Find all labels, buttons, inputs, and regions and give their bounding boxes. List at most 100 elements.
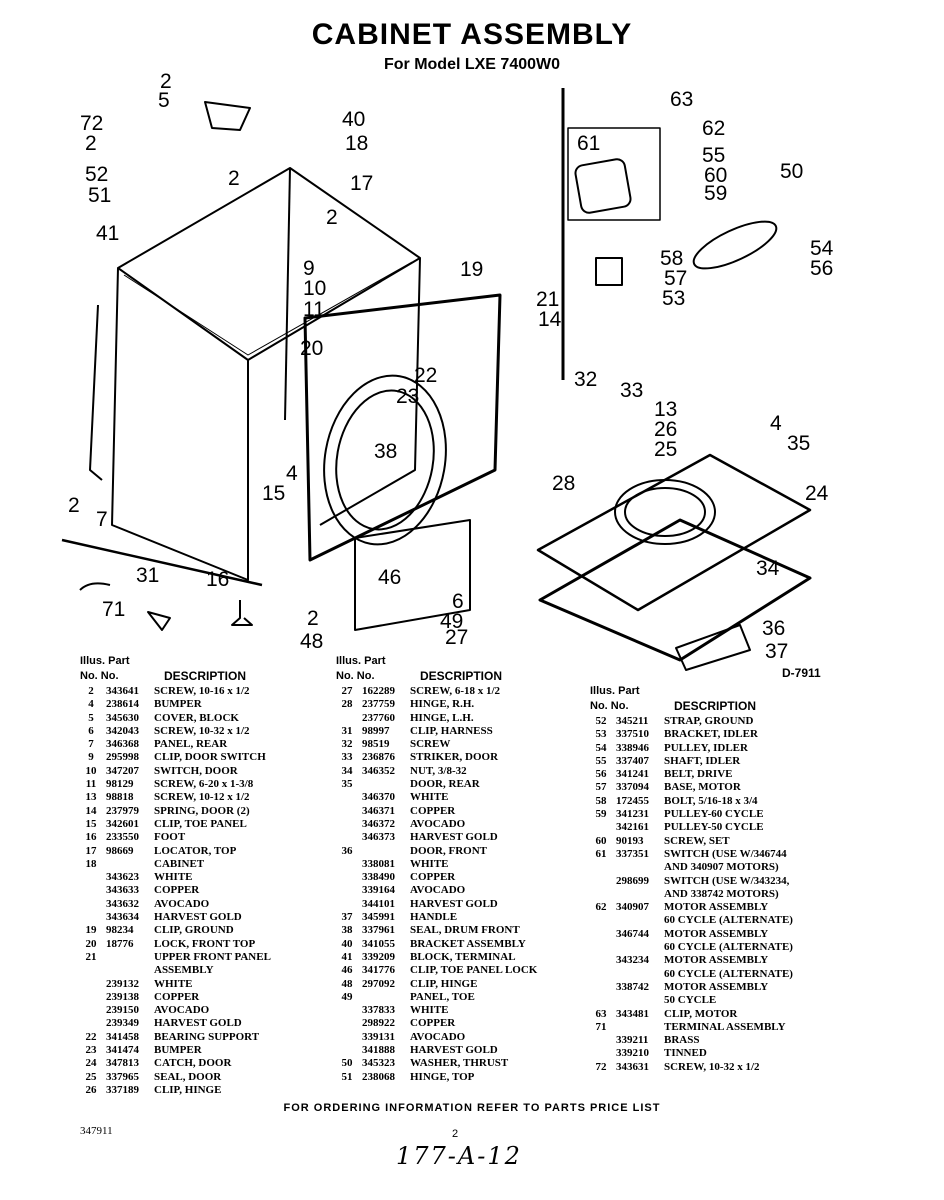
part-number: 341231 — [616, 808, 649, 821]
part-number: 346371 — [362, 804, 395, 817]
part-description: ASSEMBLY — [154, 964, 214, 977]
callout-label: 33 — [620, 379, 643, 402]
part-description: SCREW, 10-12 x 1/2 — [154, 791, 250, 804]
page-title: CABINET ASSEMBLY — [311, 18, 633, 51]
callout-label: 35 — [787, 432, 810, 455]
illus-number: 37 — [341, 911, 353, 924]
part-description: AVOCADO — [154, 1004, 210, 1017]
part-description: SCREW, 10-32 x 1/2 — [664, 1060, 760, 1073]
part-number: 337965 — [106, 1070, 139, 1083]
part-description: HARVEST GOLD — [410, 1044, 498, 1057]
part-description: AVOCADO — [154, 897, 210, 910]
part-number: 90193 — [616, 834, 644, 847]
table-row: 36 DOOR, FRONT — [336, 845, 581, 858]
illus-number: 28 — [341, 698, 353, 711]
part-description: CLIP, MOTOR — [664, 1007, 738, 1020]
part-description: CLIP, TOE PANEL LOCK — [410, 964, 538, 977]
illus-number: 46 — [341, 964, 353, 977]
part-description: HINGE, R.H. — [410, 698, 475, 711]
illus-number: 4 — [88, 698, 94, 711]
part-description: SHAFT, IDLER — [664, 754, 741, 767]
part-description: AVOCADO — [410, 817, 466, 830]
part-description: WHITE — [410, 857, 449, 870]
table-row: 60 CYCLE (ALTERNATE) — [590, 914, 830, 927]
callout-label: 52 — [85, 163, 108, 186]
callout-label: 11 — [303, 298, 325, 321]
callout-label: 72 — [80, 112, 103, 135]
callout-label: 57 — [664, 267, 687, 290]
part-number: 346372 — [362, 817, 395, 830]
illus-number: 36 — [341, 844, 353, 857]
callout-label: 37 — [765, 640, 788, 663]
callout-label: 51 — [88, 184, 111, 207]
part-number: 98997 — [362, 724, 390, 737]
part-description: BASE, MOTOR — [664, 781, 741, 794]
part-number: 339131 — [362, 1030, 395, 1043]
callout-label: 20 — [300, 337, 323, 360]
callout-label: 62 — [702, 117, 725, 140]
illus-number: 49 — [341, 990, 353, 1003]
callout-label: 61 — [577, 132, 600, 155]
callout-label: 28 — [552, 472, 575, 495]
callout-label: 22 — [414, 364, 437, 387]
illus-number: 56 — [595, 768, 607, 781]
callout-label: 63 — [670, 88, 693, 111]
part-description: SWITCH (USE W/343234, — [664, 874, 790, 887]
part-number: 238614 — [106, 698, 139, 711]
part-description: AND 340907 MOTORS) — [664, 861, 779, 874]
illus-number: 54 — [595, 741, 607, 754]
part-number: 340907 — [616, 901, 649, 914]
part-description: LOCATOR, TOP — [154, 844, 237, 857]
part-description: DOOR, REAR — [410, 778, 480, 791]
part-number: 297092 — [362, 977, 395, 990]
table-row: AND 340907 MOTORS) — [590, 861, 830, 874]
part-description: SEAL, DOOR — [154, 1070, 222, 1083]
part-description: CLIP, GROUND — [154, 924, 234, 937]
callout-label: 53 — [662, 287, 685, 310]
illus-number: 57 — [595, 781, 607, 794]
table-row: 50 CYCLE — [590, 994, 830, 1007]
illus-number: 2 — [88, 685, 94, 697]
callout-label: 21 — [536, 288, 559, 311]
callout-label: 2 — [160, 70, 172, 93]
part-number: 239132 — [106, 977, 139, 990]
part-description: AVOCADO — [410, 884, 466, 897]
part-description: PULLEY-60 CYCLE — [664, 808, 764, 821]
part-description: HARVEST GOLD — [154, 911, 242, 924]
table-row: 239132 WHITE — [80, 978, 320, 991]
part-number: 338081 — [362, 857, 395, 870]
part-number: 346370 — [362, 791, 395, 804]
part-description: WHITE — [154, 977, 193, 990]
callout-label: 2 — [228, 167, 240, 190]
callout-label: 59 — [704, 182, 727, 205]
callout-label: 19 — [460, 258, 483, 281]
part-description: BOLT, 5/16-18 x 3/4 — [664, 794, 758, 807]
header-no: No. No. — [80, 670, 119, 682]
part-description: STRIKER, DOOR — [410, 751, 499, 764]
callout-label: 25 — [654, 438, 677, 461]
part-number: 345211 — [616, 715, 649, 727]
part-description: CLIP, TOE PANEL — [154, 817, 247, 830]
part-description: HINGE, L.H. — [410, 711, 474, 724]
part-description: DOOR, FRONT — [410, 844, 487, 857]
header-illus-part: Illus. Part — [80, 655, 130, 667]
part-description: NUT, 3/8-32 — [410, 764, 467, 777]
part-number: 347207 — [106, 764, 139, 777]
